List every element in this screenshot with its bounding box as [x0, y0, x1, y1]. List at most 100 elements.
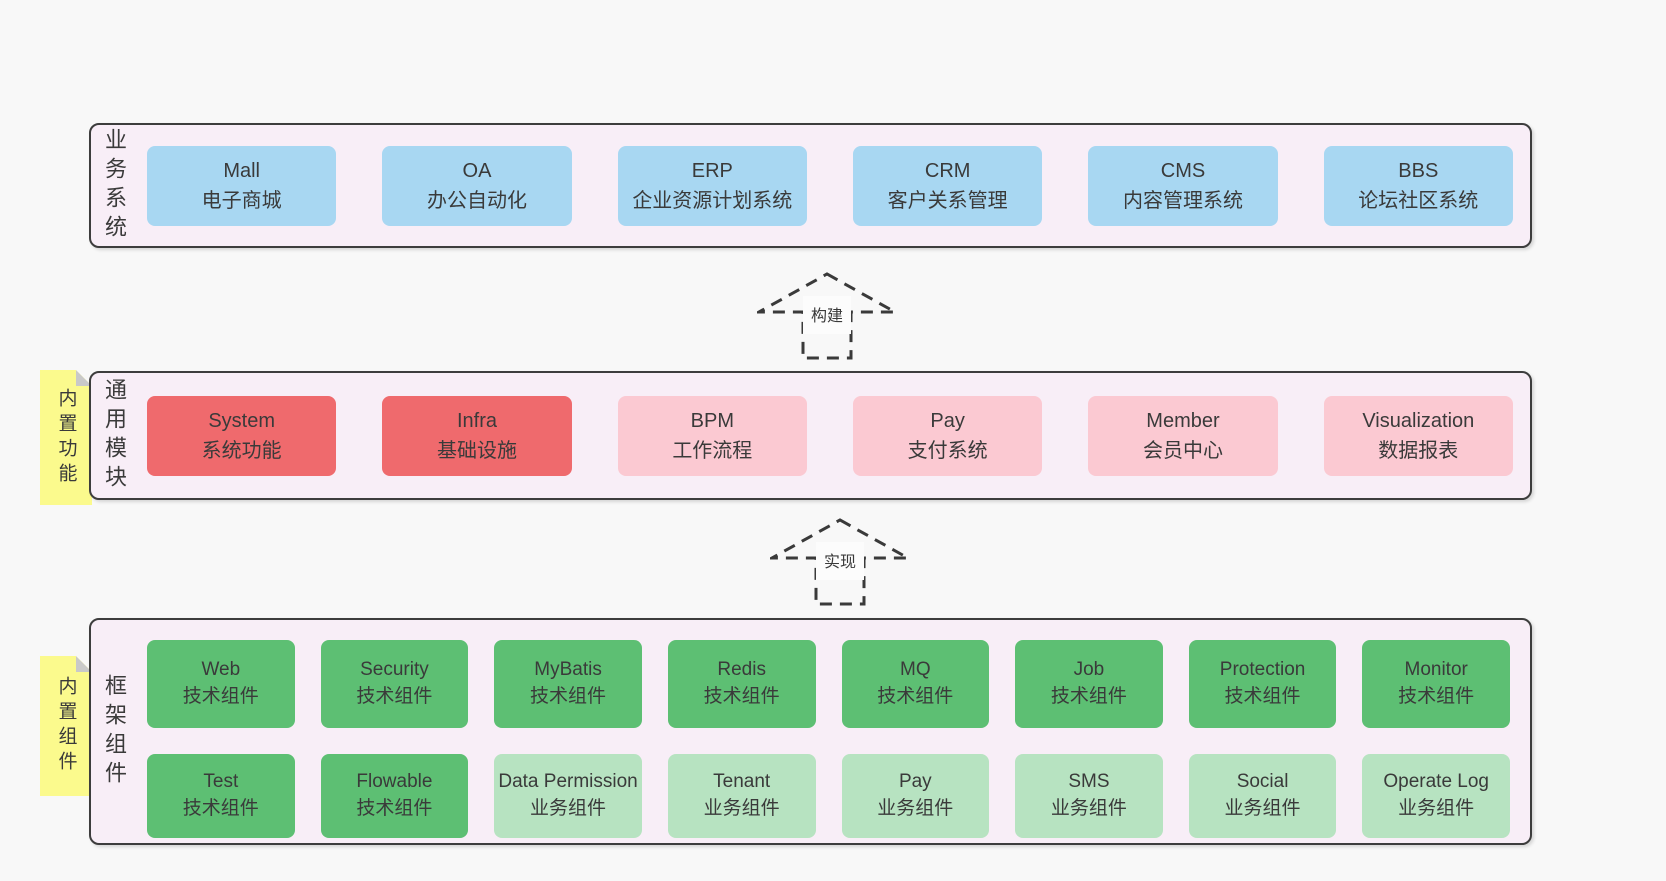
- box-zh-label: 内容管理系统: [1122, 189, 1243, 212]
- box-zh-label: 技术组件: [1398, 686, 1475, 707]
- box-en-label: Job: [1073, 659, 1105, 681]
- box-en-label: CMS: [1160, 159, 1206, 182]
- layer-common-modules: 内置功能 通用模块 System 系统功能 Infra 基础设施 BPM 工作流…: [89, 371, 1532, 500]
- note-fold-corner: [76, 370, 92, 386]
- box-mq: MQ 技术组件: [841, 640, 990, 728]
- box-en-label: Web: [201, 659, 241, 681]
- box-zh-label: 支付系统: [907, 439, 988, 462]
- note-text: 内置组件: [55, 676, 77, 776]
- business-box-row: Mall 电子商城 OA 办公自动化 ERP 企业资源计划系统 CRM 客户关系…: [147, 125, 1513, 246]
- box-zh-label: 技术组件: [877, 686, 954, 707]
- box-en-label: Mall: [223, 159, 260, 182]
- box-pay: Pay 支付系统: [852, 395, 1043, 476]
- box-en-label: Pay: [930, 409, 965, 432]
- up-arrow-implement-icon: 实现: [770, 518, 910, 606]
- box-en-label: MQ: [900, 659, 931, 681]
- layer-label-modules: 通用模块: [102, 377, 127, 494]
- box-zh-label: 业务组件: [1398, 798, 1475, 819]
- box-zh-label: 数据报表: [1378, 439, 1459, 462]
- box-en-label: Monitor: [1404, 659, 1468, 681]
- box-sms: SMS 业务组件: [1015, 754, 1163, 838]
- box-flowable: Flowable 技术组件: [320, 754, 469, 838]
- box-zh-label: 会员中心: [1142, 439, 1223, 462]
- layer-business-systems: 业务系统 Mall 电子商城 OA 办公自动化 ERP 企业资源计划系统 CRM…: [89, 123, 1532, 248]
- box-en-label: Social: [1236, 771, 1289, 793]
- framework-box-row-1: Web 技术组件 Security 技术组件 MyBatis 技术组件 Redi…: [147, 640, 1510, 728]
- arrow-label-background: [803, 296, 851, 334]
- box-zh-label: 技术组件: [182, 686, 259, 707]
- box-zh-label: 技术组件: [356, 686, 433, 707]
- box-protection: Protection 技术组件: [1188, 640, 1337, 728]
- box-monitor: Monitor 技术组件: [1362, 640, 1510, 728]
- box-en-label: Flowable: [356, 771, 433, 793]
- box-data-permission: Data Permission 业务组件: [494, 754, 642, 838]
- box-zh-label: 业务组件: [530, 798, 607, 819]
- box-zh-label: 技术组件: [1224, 686, 1301, 707]
- box-job: Job 技术组件: [1015, 640, 1163, 728]
- box-oa: OA 办公自动化: [382, 145, 572, 226]
- sticky-note-builtin-features: 内置功能: [40, 370, 92, 505]
- box-en-label: Infra: [456, 409, 497, 432]
- box-zh-label: 技术组件: [530, 686, 607, 707]
- box-mybatis: MyBatis 技术组件: [494, 640, 642, 728]
- box-zh-label: 技术组件: [182, 798, 259, 819]
- box-en-label: Pay: [898, 771, 932, 793]
- dashed-arrow-outline: [757, 272, 897, 360]
- dashed-arrow-outline: [770, 518, 910, 606]
- box-zh-label: 业务组件: [877, 798, 954, 819]
- framework-box-row-2: Test 技术组件 Flowable 技术组件 Data Permission …: [147, 754, 1510, 838]
- box-infra: Infra 基础设施: [382, 395, 572, 476]
- box-en-label: Security: [360, 659, 429, 681]
- box-zh-label: 企业资源计划系统: [632, 189, 793, 212]
- arrow-build-label: 构建: [811, 307, 843, 325]
- box-zh-label: 客户关系管理: [887, 189, 1008, 212]
- box-visualization: Visualization 数据报表: [1323, 395, 1513, 476]
- box-erp: ERP 企业资源计划系统: [617, 145, 807, 226]
- box-en-label: System: [208, 409, 275, 432]
- box-web: Web 技术组件: [147, 640, 295, 728]
- box-en-label: Visualization: [1362, 409, 1475, 432]
- layer-framework-components: 内置组件 框架组件 Web 技术组件 Security 技术组件 MyBatis…: [89, 618, 1532, 845]
- layer-label-framework: 框架组件: [102, 673, 127, 790]
- box-en-label: Data Permission: [498, 771, 638, 793]
- arrow-label-background: [816, 542, 864, 580]
- box-pay: Pay 业务组件: [841, 754, 990, 838]
- box-zh-label: 工作流程: [672, 439, 753, 462]
- box-zh-label: 系统功能: [201, 439, 282, 462]
- box-security: Security 技术组件: [320, 640, 469, 728]
- box-zh-label: 业务组件: [1224, 798, 1301, 819]
- box-zh-label: 业务组件: [1050, 798, 1127, 819]
- box-en-label: OA: [462, 159, 492, 182]
- box-en-label: MyBatis: [534, 659, 602, 681]
- box-en-label: SMS: [1068, 771, 1110, 793]
- note-fold-corner: [76, 656, 92, 672]
- box-zh-label: 技术组件: [356, 798, 433, 819]
- box-zh-label: 电子商城: [201, 189, 282, 212]
- box-en-label: Member: [1146, 409, 1220, 432]
- box-zh-label: 办公自动化: [426, 189, 527, 212]
- arrow-implement-label: 实现: [824, 553, 856, 571]
- box-en-label: Tenant: [713, 771, 771, 793]
- box-zh-label: 业务组件: [703, 798, 780, 819]
- box-en-label: BPM: [690, 409, 734, 432]
- box-cms: CMS 内容管理系统: [1088, 145, 1278, 226]
- sticky-note-builtin-components: 内置组件: [40, 656, 92, 796]
- box-en-label: Test: [203, 771, 239, 793]
- box-en-label: BBS: [1398, 159, 1439, 182]
- box-zh-label: 基础设施: [436, 439, 517, 462]
- box-bbs: BBS 论坛社区系统: [1323, 145, 1513, 226]
- box-bpm: BPM 工作流程: [617, 395, 807, 476]
- box-crm: CRM 客户关系管理: [852, 145, 1043, 226]
- box-zh-label: 技术组件: [1050, 686, 1127, 707]
- box-social: Social 业务组件: [1188, 754, 1337, 838]
- box-en-label: ERP: [691, 159, 733, 182]
- box-tenant: Tenant 业务组件: [667, 754, 816, 838]
- box-system: System 系统功能: [147, 395, 337, 476]
- box-en-label: Operate Log: [1383, 771, 1489, 793]
- box-member: Member 会员中心: [1088, 395, 1278, 476]
- box-zh-label: 技术组件: [703, 686, 780, 707]
- box-test: Test 技术组件: [147, 754, 295, 838]
- modules-box-row: System 系统功能 Infra 基础设施 BPM 工作流程 Pay 支付系统…: [147, 373, 1513, 498]
- box-zh-label: 论坛社区系统: [1358, 189, 1479, 212]
